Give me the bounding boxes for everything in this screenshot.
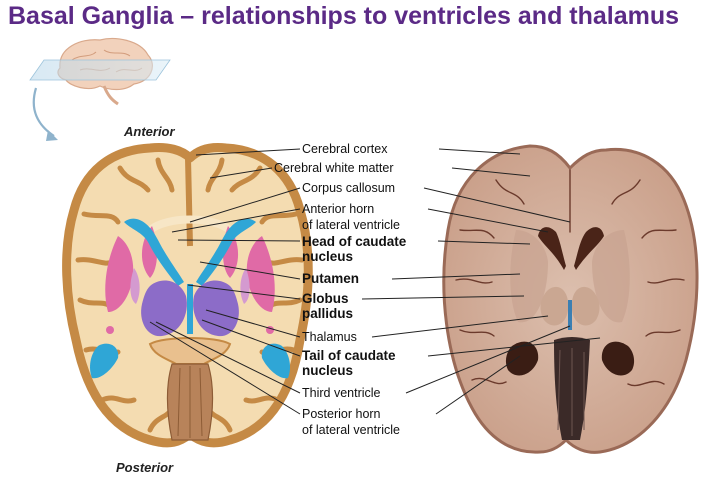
label-head-of-caudate: Head of caudate (302, 234, 407, 249)
label-putamen: Putamen (302, 271, 360, 286)
photographic-brain-section (442, 144, 699, 454)
leader-lines (149, 148, 601, 415)
illustrated-brain-section (62, 143, 313, 448)
label-globus-pallidus: Globus (302, 291, 349, 306)
label-cerebral-cortex: Cerebral cortex (302, 142, 388, 156)
curved-arrow-icon (32, 87, 55, 137)
label-third-ventricle: Third ventricle (302, 386, 381, 400)
label-anterior-horn: Anterior horn (302, 202, 375, 216)
label-tail-of-caudate: Tail of caudate (302, 348, 396, 363)
label-posterior-horn-line2: of lateral ventricle (302, 423, 400, 437)
label-posterior-horn: Posterior horn (302, 407, 381, 421)
label-corpus-callosum: Corpus callosum (302, 181, 396, 195)
orientation-brain-icon (29, 37, 171, 106)
label-head-of-caudate-line2: nucleus (302, 249, 354, 264)
anterior-label: Anterior (124, 124, 175, 139)
page-title: Basal Ganglia – relationships to ventric… (8, 2, 680, 30)
label-tail-of-caudate-line2: nucleus (302, 363, 354, 378)
label-anterior-horn-line2: of lateral ventricle (302, 218, 400, 232)
arrowhead-icon (46, 130, 58, 141)
label-cerebral-white-matter: Cerebral white matter (274, 161, 394, 175)
label-globus-pallidus-line2: pallidus (302, 306, 354, 321)
label-thalamus: Thalamus (302, 330, 357, 344)
posterior-label: Posterior (116, 460, 174, 475)
